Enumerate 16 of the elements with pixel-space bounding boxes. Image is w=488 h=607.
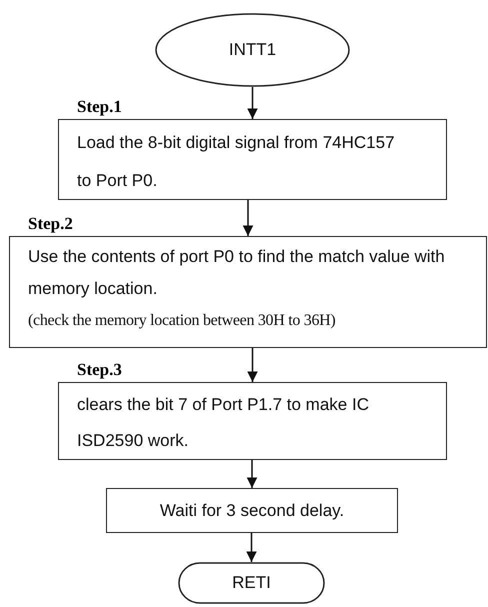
arrow (247, 87, 258, 119)
step-heading: Step.3 (77, 360, 122, 380)
arrow (247, 348, 258, 382)
process-box (106, 488, 398, 533)
note-text: (check the memory location between 30H to 36H) (28, 311, 336, 331)
terminal-label: INTT1 (228, 40, 276, 60)
step-text: Use the contents of port P0 to find the match value with memory location. (28, 246, 446, 300)
step-heading: Step.1 (77, 97, 122, 117)
step-text: clears the bit 7 of Port P1.7 to make IC ISD2590 work. (77, 394, 370, 452)
arrow (246, 533, 257, 562)
arrow (246, 460, 258, 488)
step-text: Load the 8-bit digital signal from 74HC157 to Port P0. (77, 132, 396, 192)
arrow (242, 200, 254, 236)
step-text: Waiti for 3 second delay. (160, 500, 344, 520)
step-heading: Step.2 (28, 214, 73, 234)
terminal-label: RETI (232, 573, 271, 593)
